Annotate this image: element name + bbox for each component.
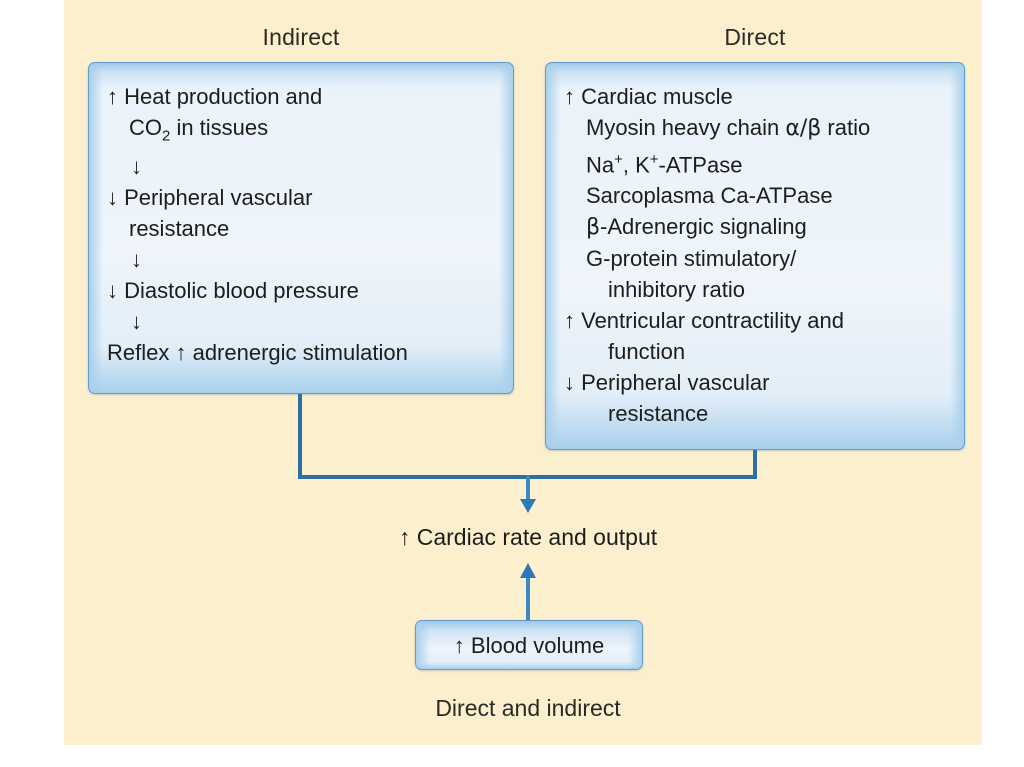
na-plus-superscript: +	[614, 151, 623, 168]
indirect-line-reflex-adrenergic: Reflex ↑ adrenergic stimulation	[107, 340, 408, 366]
direct-line-peripheral-vascular: ↓ Peripheral vascular	[564, 370, 770, 396]
myosin-prefix: Myosin heavy chain	[586, 115, 786, 140]
down-arrow-connector-2: ↓	[131, 247, 142, 273]
direct-line-resistance: resistance	[608, 401, 709, 427]
direct-line-function: function	[608, 339, 686, 365]
atpase-suffix: -ATPase	[658, 152, 743, 178]
arrow-up-from-blood-volume-head	[520, 563, 536, 578]
alpha-beta-symbol: α/β	[785, 116, 822, 141]
figure-caption-direct-and-indirect: Direct and indirect	[435, 695, 621, 721]
arrow-down-to-cardiac-output-head	[520, 499, 536, 513]
co2-subscript: 2	[162, 127, 171, 145]
direct-line-beta-adrenergic-signaling: β-Adrenergic signaling	[564, 211, 950, 243]
connector-from-indirect-box	[298, 394, 302, 479]
blood-volume-content: ↑ Blood volume	[416, 621, 642, 669]
indirect-line-resistance: resistance	[129, 216, 230, 242]
na-label: Na	[586, 152, 615, 178]
k-separator: , K	[622, 152, 650, 178]
indirect-box-content: ↑ Heat production and CO2 in tissues ↓ ↓…	[89, 63, 513, 368]
direct-line-sarcoplasma-ca-atpase: Sarcoplasma Ca-ATPase	[586, 183, 833, 209]
direct-line-cardiac-muscle: ↑ Cardiac muscle	[564, 84, 733, 109]
indirect-line-peripheral-vascular: ↓ Peripheral vascular	[107, 185, 313, 211]
down-arrow-connector-1: ↓	[131, 154, 142, 180]
indirect-line-diastolic-blood-pressure: ↓ Diastolic blood pressure	[107, 278, 359, 304]
column-title-direct: Direct	[724, 24, 786, 50]
blood-volume-box: ↑ Blood volume	[415, 620, 643, 670]
column-title-indirect: Indirect	[262, 24, 340, 50]
cardiac-rate-output-label: ↑ Cardiac rate and output	[398, 524, 658, 550]
arrow-down-to-cardiac-output-stem	[526, 475, 530, 503]
direct-line-ventricular-contractility: ↑ Ventricular contractility and	[564, 308, 845, 334]
direct-box-content: ↑ Cardiac muscle Myosin heavy chain α/β …	[546, 63, 964, 429]
direct-line-inhibitory-ratio: inhibitory ratio	[608, 277, 745, 303]
myosin-suffix: ratio	[821, 115, 871, 140]
direct-line-na-k-atpase: Na+, K+-ATPase	[564, 144, 950, 180]
direct-effects-box: ↑ Cardiac muscle Myosin heavy chain α/β …	[545, 62, 965, 450]
arrow-up-from-blood-volume-stem	[526, 578, 530, 622]
direct-line-myosin-heavy-chain: Myosin heavy chain α/β ratio	[564, 112, 950, 144]
blood-volume-label: ↑ Blood volume	[453, 632, 605, 658]
indirect-line-co2-tissues: CO2 in tissues	[107, 112, 499, 151]
down-arrow-connector-3: ↓	[131, 309, 142, 335]
indirect-effects-box: ↑ Heat production and CO2 in tissues ↓ ↓…	[88, 62, 514, 394]
connector-from-direct-box	[753, 450, 757, 479]
co2-suffix: in tissues	[170, 115, 269, 140]
co2-prefix: CO	[129, 115, 162, 140]
adrenergic-suffix: -Adrenergic signaling	[600, 214, 807, 240]
direct-line-g-protein-stimulatory: G-protein stimulatory/	[586, 246, 797, 272]
beta-symbol: β	[586, 215, 601, 241]
k-plus-superscript: +	[649, 151, 659, 168]
indirect-line-heat-production: ↑ Heat production and	[107, 84, 323, 109]
